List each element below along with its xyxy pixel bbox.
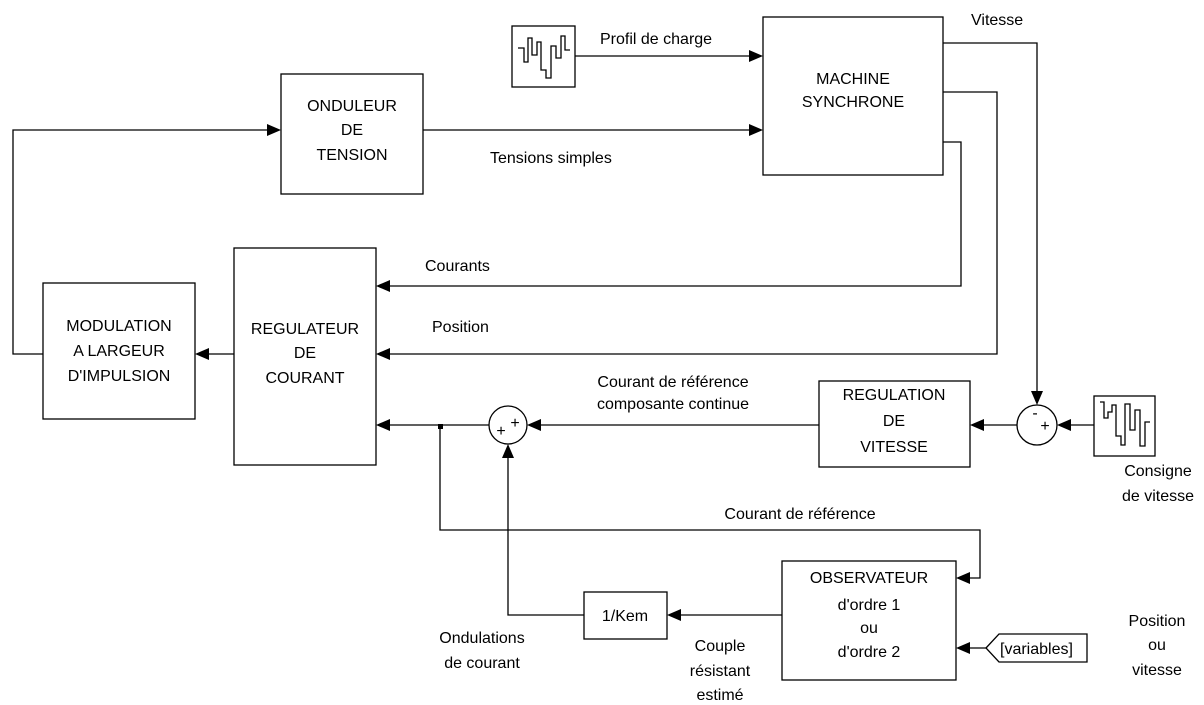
label-position-ou-vitesse-3: vitesse (1132, 662, 1182, 679)
wire-regulateur-to-modulation (195, 348, 234, 360)
sum-current-sign-right: + (510, 415, 519, 432)
sum-current-sign-left: + (496, 423, 505, 440)
sum-junction-current: + + (488, 405, 528, 445)
wire-variables-to-observateur (956, 642, 986, 654)
label-position: Position (432, 319, 489, 336)
modulation-label-1: MODULATION (66, 318, 171, 335)
observateur-label-4: d'ordre 2 (838, 644, 901, 661)
label-couple-1: Couple (695, 638, 746, 655)
label-couple-2: résistant (690, 663, 751, 680)
modulation-block: MODULATION A LARGEUR D'IMPULSION (42, 282, 196, 420)
machine-synchrone-block: MACHINE SYNCHRONE (762, 16, 944, 176)
label-tensions-simples: Tensions simples (490, 150, 612, 167)
label-ondulations-1: Ondulations (439, 630, 524, 647)
variables-tag-label: [variables] (1000, 641, 1073, 658)
observateur-label-3: ou (860, 620, 878, 637)
observateur-block: OBSERVATEUR d'ordre 1 ou d'ordre 2 (781, 560, 957, 681)
onduleur-block: ONDULEUR DE TENSION (280, 73, 424, 195)
regulation-label-1: REGULATION (843, 387, 946, 404)
label-courant-ref-cc-2: composante continue (597, 396, 749, 413)
sum-junction-speed: - + (1016, 404, 1058, 446)
wire-vitesse-to-sum (943, 42, 1043, 405)
modulation-label-3: D'IMPULSION (68, 368, 171, 385)
sum-speed-sign-minus: - (1032, 405, 1037, 422)
wire-regulation-to-sum (527, 419, 819, 431)
onduleur-label-1: ONDULEUR (307, 98, 397, 115)
observateur-label-2: d'ordre 1 (838, 597, 901, 614)
label-couple-3: estimé (696, 687, 743, 704)
modulation-label-2: A LARGEUR (73, 343, 165, 360)
regulateur-label-3: COURANT (265, 370, 344, 387)
variables-tag: [variables] (985, 633, 1088, 663)
regulation-label-3: VITESSE (860, 439, 928, 456)
onduleur-label-2: DE (341, 122, 363, 139)
label-position-ou-vitesse-1: Position (1129, 613, 1186, 630)
wire-courant-ref-to-observateur (438, 424, 981, 584)
load-profile-signal-icon (511, 25, 576, 88)
label-vitesse: Vitesse (971, 12, 1023, 29)
wire-sum-to-regulation (970, 419, 1017, 431)
label-courants: Courants (425, 258, 490, 275)
wire-courants-from-machine (376, 141, 962, 292)
observateur-label-1: OBSERVATEUR (810, 570, 928, 587)
machine-label-2: SYNCHRONE (802, 94, 904, 111)
label-profil-de-charge: Profil de charge (600, 31, 712, 48)
wire-sum-to-regulateur (376, 419, 489, 431)
regulateur-courant-block: REGULATEUR DE COURANT (233, 247, 377, 466)
label-courant-de-reference: Courant de référence (724, 506, 875, 523)
wire-position-from-machine (376, 91, 998, 360)
regulateur-label-2: DE (294, 345, 316, 362)
onduleur-label-3: TENSION (316, 147, 387, 164)
label-ondulations-2: de courant (444, 655, 520, 672)
label-courant-ref-cc-1: Courant de référence (597, 374, 748, 391)
wire-gain-to-sum (502, 444, 584, 616)
regulation-label-2: DE (883, 413, 905, 430)
wire-profil-to-machine (575, 50, 763, 62)
speed-setpoint-signal-icon (1093, 395, 1156, 457)
wire-setpoint-to-sum (1057, 419, 1094, 431)
label-consigne-1: Consigne (1124, 463, 1192, 480)
sum-speed-sign-plus: + (1040, 418, 1049, 435)
label-position-ou-vitesse-2: ou (1148, 637, 1166, 654)
wire-modulation-to-onduleur (12, 124, 281, 355)
wire-onduleur-to-machine (423, 124, 763, 136)
regulateur-label-1: REGULATEUR (251, 321, 359, 338)
label-consigne-2: de vitesse (1122, 488, 1194, 505)
gain-block: 1/Kem (583, 591, 668, 640)
wire-observateur-to-gain (667, 609, 782, 621)
regulation-vitesse-block: REGULATION DE VITESSE (818, 380, 971, 468)
gain-label: 1/Kem (602, 608, 648, 625)
machine-label-1: MACHINE (816, 71, 890, 88)
